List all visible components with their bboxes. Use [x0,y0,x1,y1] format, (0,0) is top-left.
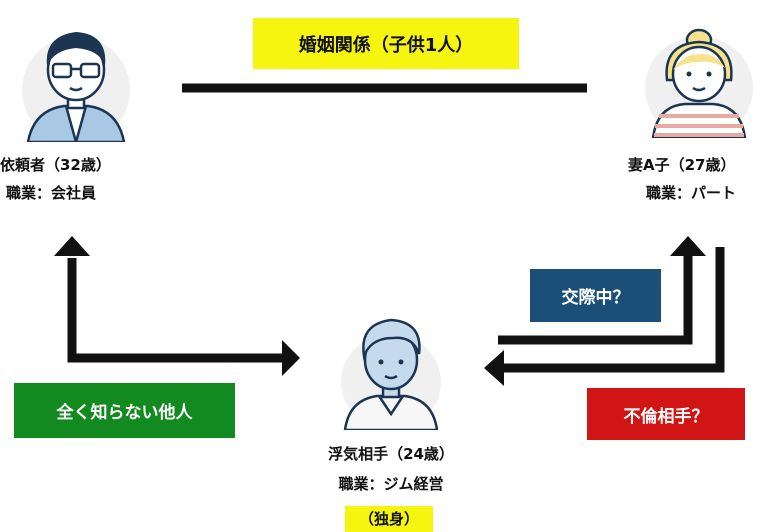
dating-line [498,256,693,345]
lover-job-label: 職業：ジム経営 [338,475,444,493]
marriage-label: 婚姻関係（子供1人） [253,18,519,69]
affair-tag: 不倫相手？ [587,388,745,440]
wife-job-label: 職業：パート [646,184,737,202]
stranger-tag: 全く知らない他人 [14,383,235,438]
client-job-label: 職業：会社員 [6,184,97,202]
arrow-up-wife [670,236,706,256]
affair-line [504,247,725,373]
dating-tag: 交際中？ [530,269,661,322]
lover-name-label: 浮気相手（24歳） [328,445,454,463]
arrow-up-client [54,236,90,256]
client-name-label: 依頼者（32歳） [0,156,111,174]
lover-status-label: （独身） [345,506,433,532]
arrow-left-lover [484,350,504,386]
young-man-avatar-icon [341,318,441,430]
client-lover-line [67,258,282,363]
wife-name-label: 妻A子（27歳） [628,156,736,174]
arrow-right-lover [282,340,300,376]
woman-striped-shirt-avatar-icon [645,28,753,138]
man-with-glasses-avatar-icon [22,32,130,142]
